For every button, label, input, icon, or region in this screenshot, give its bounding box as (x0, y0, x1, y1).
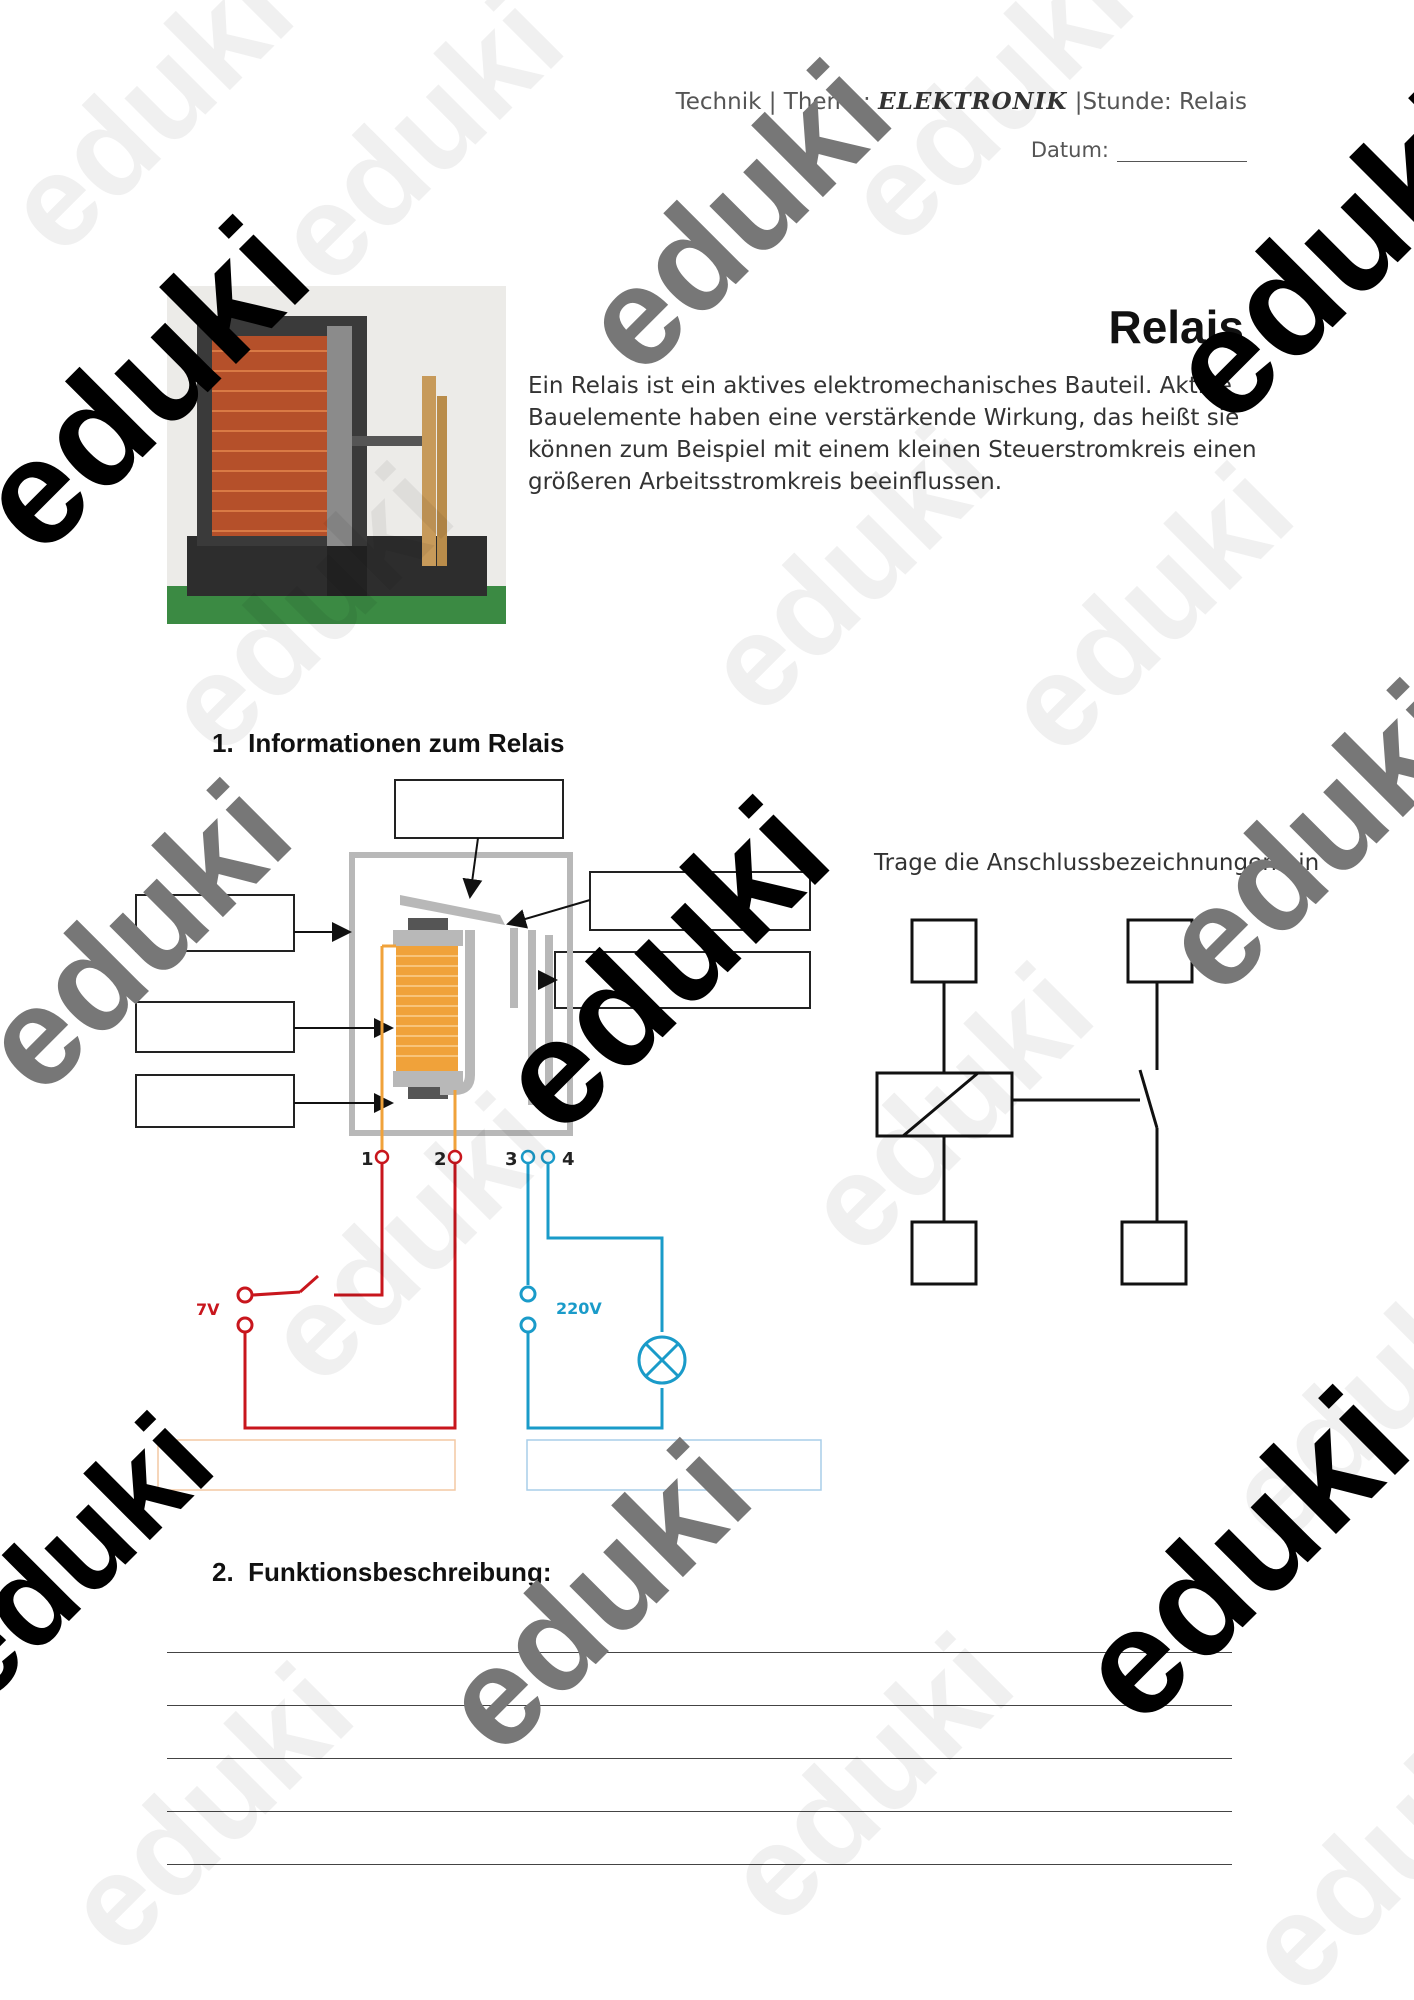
relay-armature (400, 895, 505, 925)
relay-core-foot (408, 1087, 448, 1099)
task-instruction: Trage die Anschlussbezeichnungen ein (874, 850, 1320, 876)
label-box-left-3[interactable] (135, 1074, 295, 1128)
relay-frame (349, 852, 573, 1136)
label-box-right-2[interactable] (554, 951, 811, 1009)
control-circuit (243, 1163, 457, 1430)
date-label: Datum: (1030, 138, 1109, 162)
coil-windings (396, 955, 458, 1057)
schematic-box-1[interactable] (910, 918, 978, 984)
answer-line[interactable] (167, 1759, 1232, 1812)
arrow-right-1 (506, 899, 591, 929)
header-prefix: Technik | Thema: (675, 89, 879, 115)
lamp-symbol (637, 1335, 687, 1385)
terminal-2 (447, 1149, 463, 1165)
section-1-number: 1. (212, 728, 234, 758)
arrow-top (462, 837, 483, 899)
section-1-title: Informationen zum Relais (248, 728, 565, 758)
terminal-4 (540, 1149, 556, 1165)
intro-text: Ein Relais ist ein aktives elektromechan… (528, 373, 1257, 495)
control-source-terminal-2 (236, 1316, 254, 1334)
work-source-terminal-1 (519, 1285, 537, 1303)
section-2-title: Funktionsbeschreibung: (248, 1557, 552, 1587)
header-subject: Technik | Thema: ELEKTRONIK |Stunde: Rel… (676, 88, 1247, 115)
header-lesson: |Stunde: Relais (1067, 89, 1247, 115)
work-circuit-name-box[interactable] (526, 1439, 822, 1491)
answer-line[interactable] (167, 1812, 1232, 1865)
terminal-1 (374, 1149, 390, 1165)
schematic-box-4[interactable] (1120, 1220, 1188, 1286)
page-title: Relais (1108, 301, 1244, 353)
section-2-number: 2. (212, 1557, 234, 1587)
label-box-left-2[interactable] (135, 1001, 295, 1053)
label-box-top[interactable] (394, 779, 564, 839)
terminal-label-2: 2 (434, 1149, 447, 1170)
header-date: Datum: (1031, 138, 1247, 162)
control-voltage-label: 7V (196, 1300, 220, 1319)
answer-line[interactable] (167, 1600, 1232, 1653)
header-topic: ELEKTRONIK (878, 88, 1068, 115)
svg-text:eduki: eduki (1217, 1676, 1414, 2000)
relay-coil (396, 946, 458, 1071)
relay-contact-3 (545, 935, 553, 1105)
relay-photo (167, 286, 506, 624)
work-voltage-label: 220V (556, 1299, 602, 1318)
work-circuit (526, 1163, 664, 1430)
relay-contact-2 (528, 930, 536, 1105)
answer-line[interactable] (167, 1653, 1232, 1706)
relay-core-cap (393, 930, 463, 946)
answer-lines[interactable] (167, 1600, 1232, 1865)
schematic-box-2[interactable] (910, 1220, 978, 1286)
relay-diagram: 1 2 3 4 7V 220V (135, 779, 1194, 1491)
label-box-left-1[interactable] (135, 894, 295, 952)
relay-core-bottom (393, 1071, 463, 1087)
terminal-3 (520, 1149, 536, 1165)
terminal-label-3: 3 (505, 1149, 518, 1170)
work-source-terminal-2 (519, 1316, 537, 1334)
control-source-terminal-1 (236, 1286, 254, 1304)
section-1-heading: 1. Informationen zum Relais (212, 728, 565, 759)
date-field[interactable] (1117, 141, 1247, 162)
label-box-right-1[interactable] (589, 871, 811, 931)
section-2-heading: 2. Funktionsbeschreibung: (212, 1557, 551, 1588)
schematic-box-3[interactable] (1126, 918, 1194, 984)
relay-schematic (875, 918, 1194, 1286)
terminal-label-4: 4 (562, 1149, 575, 1170)
relay-contact-1 (510, 928, 518, 1008)
control-circuit-name-box[interactable] (157, 1439, 456, 1491)
answer-line[interactable] (167, 1706, 1232, 1759)
terminal-label-1: 1 (361, 1149, 374, 1170)
relay-core-top (408, 918, 448, 930)
